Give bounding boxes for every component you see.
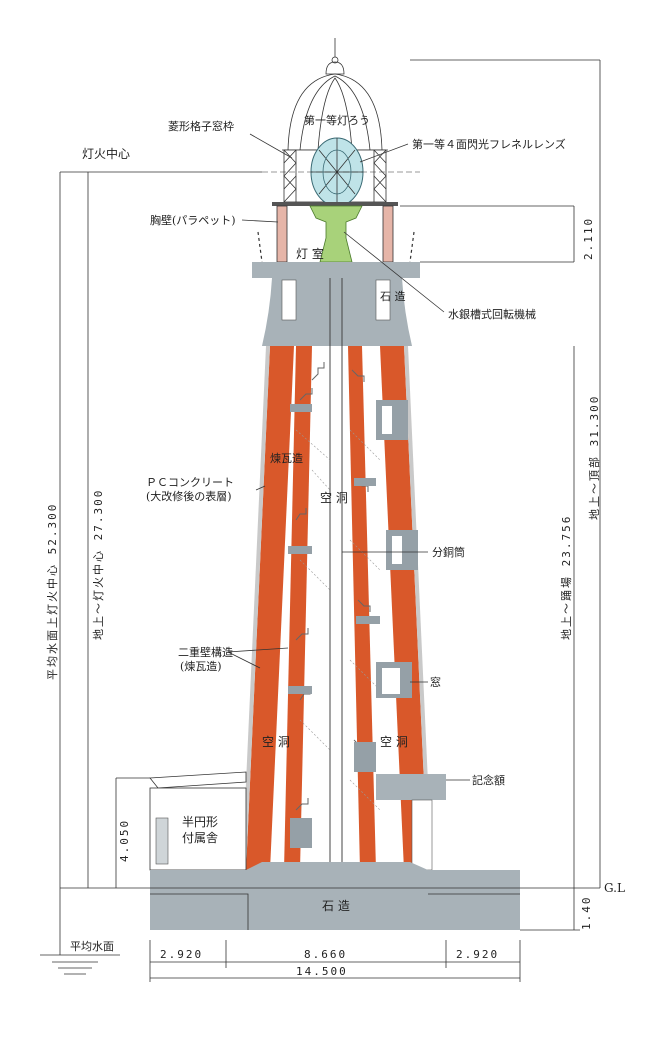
pc-concrete-label: ＰＣコンクリート bbox=[146, 476, 234, 489]
stone-top-label: 石 造 bbox=[380, 289, 406, 303]
right-width-dim: 2.920 bbox=[456, 948, 499, 961]
ground-to-platform-dim: 地上～踊場 23.756 bbox=[560, 515, 573, 640]
stone-base bbox=[150, 862, 520, 930]
parapet-label: 胸壁(パラペット) bbox=[150, 213, 236, 227]
brick-label: 煉瓦造 bbox=[270, 451, 303, 465]
pc-concrete-sub-label: (大改修後の表層) bbox=[146, 489, 232, 503]
mean-sea-level-label: 平均水面 bbox=[70, 940, 114, 953]
double-wall-sub-label: (煉瓦造) bbox=[180, 659, 222, 673]
hollow-right-label: 空 洞 bbox=[380, 735, 408, 749]
lamp-room-label: 灯 室 bbox=[296, 246, 324, 261]
base-height-dim: 1.40 bbox=[580, 896, 593, 931]
sea-to-fire-dim: 平均水面上灯火中心 52.300 bbox=[46, 503, 59, 680]
annex-label: 半円形 bbox=[182, 815, 218, 829]
ground-to-top-dim: 地上～頂部 31.300 bbox=[587, 395, 601, 520]
tower-brick-walls bbox=[242, 278, 432, 870]
semicircular-annex bbox=[149, 771, 247, 895]
first-order-lantern-label: 第一等灯ろう bbox=[304, 113, 370, 127]
lattice-frame-label: 菱形格子窓枠 bbox=[168, 119, 234, 133]
hollow-left-label: 空 洞 bbox=[262, 735, 290, 749]
tower-windows bbox=[376, 400, 418, 698]
stone-base-label: 石 造 bbox=[322, 899, 350, 913]
lamp-fire-center-label: 灯火中心 bbox=[82, 146, 130, 161]
parapet-height-dim: 2.110 bbox=[582, 217, 595, 260]
double-wall-label: 二重壁構造 bbox=[178, 645, 233, 659]
annex-height-dim: 4.050 bbox=[118, 819, 131, 862]
hollow-center-label: 空 洞 bbox=[320, 491, 348, 505]
left-width-dim: 2.920 bbox=[160, 948, 203, 961]
window-label: 窓 bbox=[430, 675, 441, 689]
annex-sub-label: 付属舎 bbox=[182, 831, 218, 845]
fresnel-lens-label: 第一等４面閃光フレネルレンズ bbox=[412, 137, 566, 151]
lantern-dome bbox=[282, 38, 388, 151]
leader-lines bbox=[227, 133, 470, 781]
ground-to-fire-dim: 地上～灯火中心 27.300 bbox=[92, 489, 105, 640]
dimension-lines bbox=[59, 59, 601, 982]
internal-staircase bbox=[288, 362, 381, 848]
plaque-label: 記念額 bbox=[472, 773, 505, 787]
center-width-dim: 8.660 bbox=[304, 948, 347, 961]
total-width-dim: 14.500 bbox=[296, 965, 348, 978]
memorial-plaque bbox=[376, 774, 446, 800]
copper-pipe-label: 分銅筒 bbox=[432, 545, 465, 559]
mercury-mechanism-label: 水銀槽式回転機械 bbox=[448, 307, 536, 321]
gl-label: G.L bbox=[604, 881, 625, 895]
stone-top-gallery bbox=[252, 262, 420, 346]
